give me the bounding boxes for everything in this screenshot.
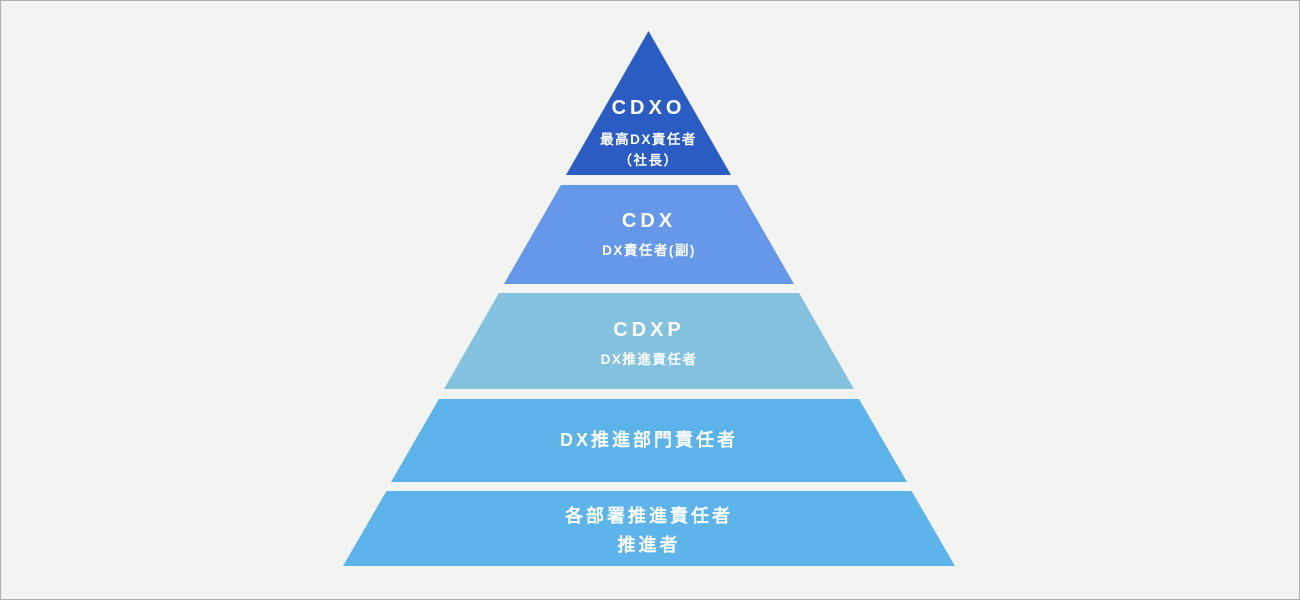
pyramid-level-cdxo: CDXO 最高DX責任者 （社長）	[566, 31, 731, 175]
level-cdx-heading: CDX	[621, 210, 677, 232]
pyramid-level-cdx: CDX DX責任者(副)	[504, 185, 794, 284]
pyramid-level-dx-division-head: DX推進部門責任者	[391, 399, 907, 482]
level-cdx-subtitle: DX責任者(副)	[602, 243, 696, 258]
level-promoters-label: 推進者	[617, 534, 681, 555]
level-dx-division-head-label: DX推進部門責任者	[559, 430, 738, 450]
level-department-promoters-label: 各部署推進責任者	[565, 505, 733, 526]
pyramid-level-cdxp: CDXP DX推進責任者	[444, 293, 854, 389]
level-cdxp-subtitle: DX推進責任者	[600, 351, 698, 367]
level-cdxp-heading: CDXP	[613, 318, 685, 341]
level-cdxo-subtitle: 最高DX責任者	[600, 132, 697, 147]
level-cdxo-heading: CDXO	[611, 97, 686, 119]
level-cdxo-subtitle-2: （社長）	[618, 153, 679, 168]
pyramid-level-department-promoters: 各部署推進責任者 推進者	[343, 491, 955, 566]
